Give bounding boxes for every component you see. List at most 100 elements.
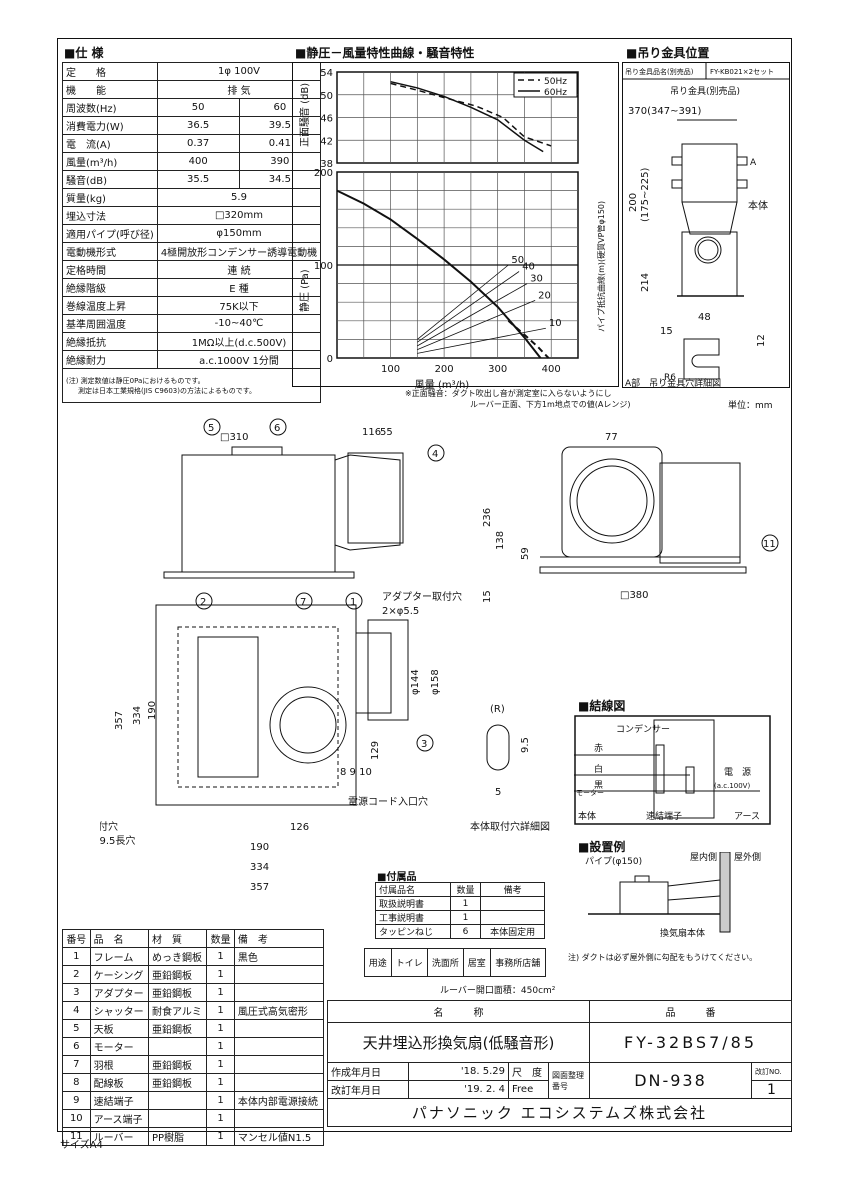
name-header: 名 称	[327, 1000, 590, 1023]
spec-note-1: (注) 測定数値は静圧0Paにおけるものです。	[66, 376, 205, 385]
company-name: パナソニック エコシステムズ株式会社	[327, 1098, 792, 1127]
callout-8-9-10: 8 9 10	[340, 767, 372, 778]
accessories-title: ■付属品	[377, 872, 417, 883]
product-number: FY-32BS7/85	[589, 1022, 792, 1063]
parts-cell	[233, 1019, 325, 1038]
dim-357-v: 357	[114, 711, 125, 730]
spec-row: 基準周囲温度-10~40℃	[62, 314, 322, 333]
dim-236: 236	[482, 508, 493, 527]
body-hole-size: 7×5×9.5長穴	[100, 834, 135, 847]
dim-5: 5	[495, 787, 501, 798]
noise-curve-60Hz	[390, 80, 544, 153]
number-header: 品 番	[589, 1000, 792, 1023]
accessory-cell: 1	[449, 896, 482, 911]
x-tick: 300	[488, 364, 507, 375]
spec-label: 巻線温度上昇	[62, 296, 158, 315]
chart-footnote-1: ※正面騒音：ダクト吹出し音が測定室に入らないようにし	[405, 389, 612, 398]
body-label: 本体	[748, 199, 768, 212]
resistance-label: 20	[538, 290, 551, 301]
x-tick: 200	[435, 364, 454, 375]
accessory-cell: 6	[449, 924, 482, 939]
revision-number: 1	[751, 1080, 792, 1099]
noise-axis-label: 正面騒音 (dB)	[298, 83, 311, 147]
parts-cell	[233, 1073, 325, 1092]
usage-cell: 用途	[364, 948, 392, 977]
dim-59: 59	[520, 547, 531, 560]
spec-value-50hz: 0.37	[156, 134, 240, 153]
install-diagram: パイプ(φ150) 屋内側屋外側 換気扇本体	[585, 852, 761, 939]
callout-2: 2	[200, 597, 206, 608]
resistance-line	[417, 271, 520, 343]
dim-144: φ144	[410, 669, 421, 695]
spec-label: 定 格	[62, 62, 158, 81]
pressure-curve-60Hz	[336, 189, 542, 359]
dim-12: 12	[756, 334, 767, 347]
dim-15: 15	[660, 326, 673, 337]
callout-4: 4	[432, 449, 438, 460]
dim-48: 48	[698, 312, 711, 323]
spec-label: 絶縁抵抗	[62, 332, 158, 351]
accessory-cell: 取扱説明書	[375, 896, 451, 911]
spec-label: 消費電力(W)	[62, 116, 158, 135]
dim-9-5: 9.5	[520, 737, 531, 753]
resistance-label: 40	[522, 262, 535, 273]
spec-value-50hz: 400	[156, 152, 240, 171]
parts-header: 品 名	[89, 929, 149, 948]
parts-cell: 耐食アルミ	[147, 1001, 208, 1020]
accessory-header: 数量	[449, 882, 482, 897]
dim-200: 200	[628, 193, 639, 212]
wiring-diagram: コンデンサー 赤白黒 電 源(a.c.100V) 本体速結端子アース モーター	[574, 715, 771, 825]
spec-label: 埋込寸法	[62, 206, 158, 225]
pipe-label: パイプ(φ150)	[585, 856, 642, 867]
spec-value-50hz: 35.5	[156, 170, 240, 189]
usage-table: 用途トイレ洗面所居室事務所店舗	[364, 948, 547, 977]
parts-cell: マンセル値N1.5	[233, 1127, 325, 1146]
x-tick: 100	[381, 364, 400, 375]
parts-cell: 1	[206, 1001, 235, 1020]
parts-cell: 3	[62, 983, 91, 1002]
parts-cell: 1	[206, 1055, 235, 1074]
spec-row: 質量(kg)5.9	[62, 188, 322, 207]
accessory-cell	[480, 896, 545, 911]
usage-cell: 事務所店舗	[489, 948, 547, 977]
parts-header: 備 考	[233, 929, 325, 948]
product-name: 天井埋込形換気扇(低騒音形)	[327, 1022, 590, 1063]
parts-cell: 1	[206, 983, 235, 1002]
dim-357-h: 357	[250, 882, 269, 893]
parts-cell: ケーシング	[89, 965, 149, 984]
parts-cell: 天板	[89, 1019, 149, 1038]
install-note: 注) ダクトは必ず屋外側に勾配をもうけてください。	[568, 953, 758, 962]
parts-cell: シャッター	[89, 1001, 149, 1020]
legend-label: 60Hz	[544, 88, 567, 98]
resistance-label: 50	[511, 255, 524, 266]
parts-cell: 黒色	[233, 947, 325, 966]
accessory-cell: 工事説明書	[375, 910, 451, 925]
dim-214: 214	[640, 273, 651, 292]
parts-cell	[233, 965, 325, 984]
parts-cell: 亜鉛鋼板	[147, 1019, 208, 1038]
hanger-bracket-label: 吊り金具(別売品)	[670, 85, 740, 97]
dim-77: 77	[605, 432, 618, 443]
parts-cell	[233, 1109, 325, 1128]
parts-row: 番号品 名材 質数量備 考	[62, 929, 325, 948]
spec-label: 風量(m³/h)	[62, 152, 158, 171]
parts-cell: 7	[62, 1055, 91, 1074]
parts-cell: ルーバー	[89, 1127, 149, 1146]
parts-cell	[147, 1037, 208, 1056]
parts-cell: アダプター	[89, 983, 149, 1002]
dim-175-225: (175~225)	[640, 168, 651, 222]
pressure-curve-50Hz	[507, 320, 550, 359]
unit-label: 単位：mm	[728, 401, 773, 411]
